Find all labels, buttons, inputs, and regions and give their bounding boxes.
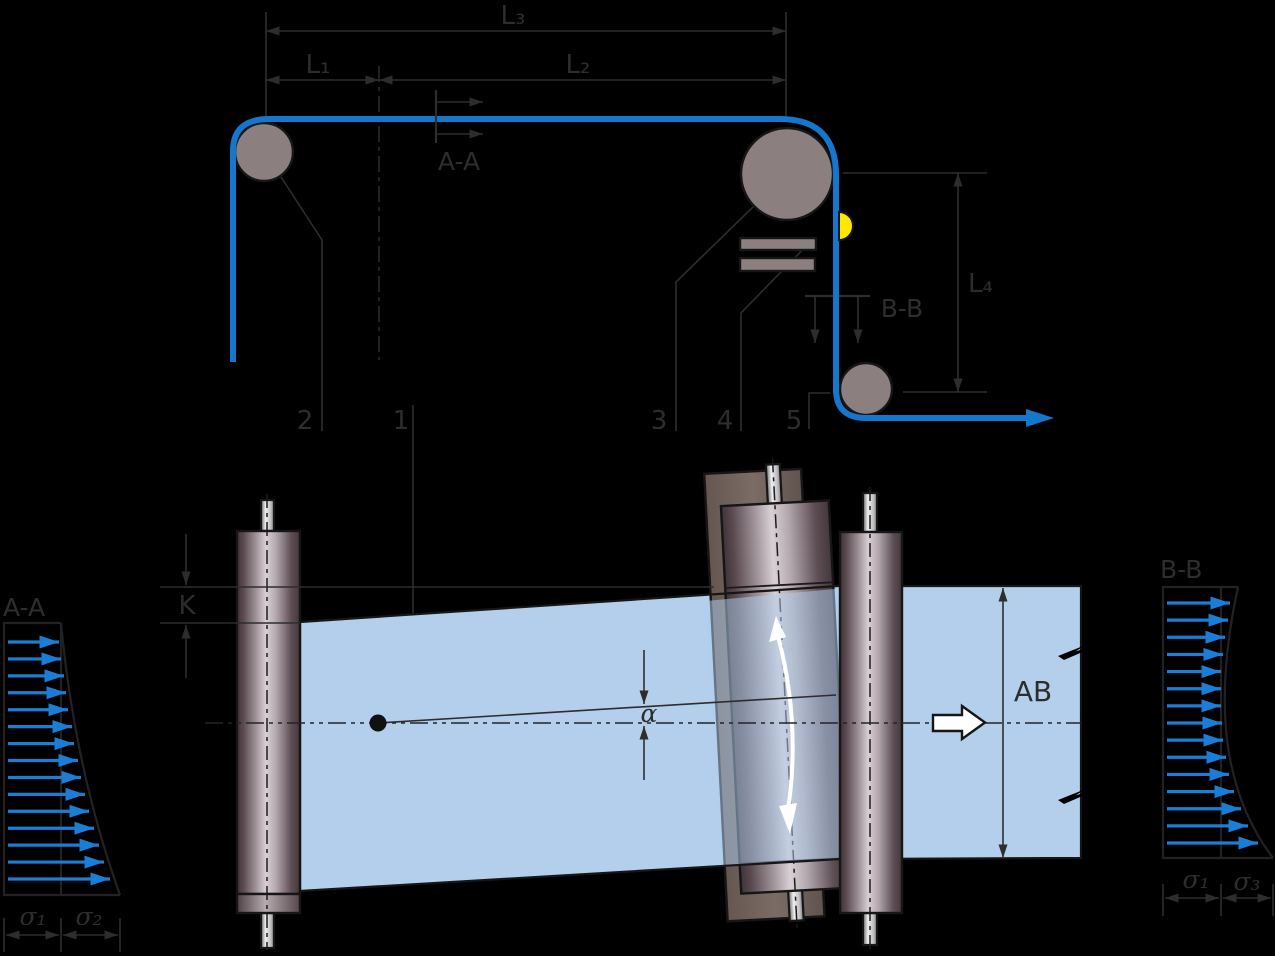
label-section-aa: A-A bbox=[438, 147, 480, 176]
label-part-2: 2 bbox=[297, 406, 314, 436]
roller-2-circle bbox=[233, 121, 295, 183]
web-break-mark-top bbox=[1058, 644, 1094, 660]
label-part-4: 4 bbox=[717, 406, 734, 436]
rotation-arrow-head-down bbox=[779, 803, 797, 834]
rotation-arrow-head-up bbox=[769, 616, 786, 642]
label-l2: L₂ bbox=[566, 50, 591, 80]
label-alpha: α bbox=[641, 699, 658, 728]
pivot-point-dot bbox=[369, 714, 387, 732]
label-bb-sigma1: σ₁ bbox=[1182, 865, 1209, 894]
side-view: K α AB bbox=[160, 458, 1094, 950]
label-bb-sigma3: σ₃ bbox=[1233, 867, 1260, 896]
belt-direction-arrow bbox=[1026, 409, 1054, 427]
left-roller-body bbox=[235, 529, 302, 896]
web-break-mark-bottom bbox=[1058, 788, 1094, 804]
section-aa-profile: A-A σ₁ σ₂ bbox=[2, 593, 122, 952]
aa-stress-arrows bbox=[8, 635, 110, 886]
bb-profile-curve bbox=[1223, 586, 1274, 859]
label-section-bb: B-B bbox=[881, 294, 923, 323]
label-aa-sigma2: σ₂ bbox=[75, 902, 102, 931]
leader-part2 bbox=[280, 176, 323, 431]
sensor-yellow-dot bbox=[838, 210, 854, 242]
leader-part5 bbox=[808, 392, 830, 429]
label-part-1: 1 bbox=[393, 406, 410, 436]
section-bb-profile: B-B σ₁ σ₃ bbox=[1160, 555, 1274, 916]
web-overlay-tint bbox=[706, 588, 845, 867]
drive-roller-3-circle bbox=[739, 126, 835, 222]
knife-bar-lower bbox=[738, 256, 817, 273]
label-profile-bb: B-B bbox=[1160, 555, 1202, 584]
label-ab: AB bbox=[1014, 675, 1052, 708]
label-part-3: 3 bbox=[651, 406, 668, 436]
label-l1: L₁ bbox=[306, 50, 331, 80]
label-part-5: 5 bbox=[786, 406, 803, 436]
roller-5-circle bbox=[838, 361, 894, 417]
label-aa-sigma1: σ₁ bbox=[19, 902, 46, 931]
web-travel-block-arrow bbox=[931, 703, 988, 742]
label-l4: L₄ bbox=[968, 269, 993, 299]
leader-part3 bbox=[675, 205, 755, 431]
label-k: K bbox=[178, 591, 196, 621]
bb-profile-outline bbox=[1161, 585, 1273, 860]
left-roller-cap bbox=[235, 892, 302, 915]
steering-roller-seam-top bbox=[725, 581, 834, 589]
label-l3: L₃ bbox=[501, 1, 526, 31]
knife-bar-upper bbox=[738, 236, 818, 252]
pivot-slanted-line bbox=[377, 694, 837, 724]
label-profile-aa: A-A bbox=[3, 593, 45, 622]
top-schematic: L₃ L₁ L₂ L₄ B-B A-A bbox=[230, 1, 1054, 723]
bb-stress-arrows bbox=[1167, 596, 1258, 850]
aa-profile-curve bbox=[59, 622, 122, 896]
belt-path bbox=[230, 116, 1028, 421]
